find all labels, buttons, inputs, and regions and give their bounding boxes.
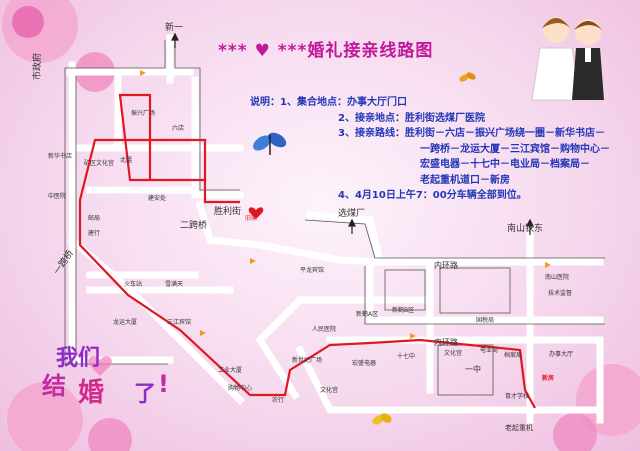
butterfly-icon — [372, 413, 392, 425]
street-neihuan1: 内环路 — [434, 260, 458, 270]
roads — [66, 34, 604, 424]
page-title: *** ♥ ***婚礼接亲线路图 — [218, 41, 434, 61]
heart-icon — [248, 207, 264, 219]
stamp-text: 了 — [134, 382, 157, 407]
street-xuanmeichang: 选煤厂 — [338, 207, 365, 219]
street-erkuaqiao: 二跨桥 — [180, 219, 207, 231]
place-renmin: 人民医院 — [312, 325, 336, 333]
place-jishujiandu: 技术监督 — [548, 289, 572, 297]
place-xuemantian: 雪满天 — [165, 280, 183, 288]
street-nanshan: 南山铁东 — [507, 222, 543, 234]
route-notes: 说明：1、集合地点：办事大厅门口 2、接亲地点：胜利街选煤厂医院 3、接亲路线：… — [250, 95, 610, 204]
note-line: 4、4月10日上午7：00分车辆全部到位。 — [338, 190, 527, 201]
butterfly-icon — [459, 72, 476, 82]
place-wenhuagong: 文化宫 — [320, 386, 338, 394]
note-line: 2、接亲地点：胜利街选煤厂医院 — [338, 112, 485, 124]
note-line: 说明：1、集合地点：办事大厅门口 — [250, 97, 407, 108]
note-line: 老起重机道口－新房 — [420, 174, 510, 186]
street-yizhong: 一中 — [465, 364, 481, 374]
place-zhongyi: 中医院 — [48, 192, 66, 200]
place-hongsheng: 宏盛电器 — [352, 359, 376, 367]
street-xinyi: 新一 — [165, 21, 183, 33]
we-are-married-stamp: 我们 结 婚 了 ! — [42, 340, 177, 420]
wedding-route — [78, 93, 536, 409]
note-line: 一跨桥－龙运大厦－三江宾馆－购物中心－ — [420, 143, 610, 155]
place-banshi: 办事大厅 — [549, 350, 573, 358]
place-youju: 邮局 — [88, 214, 100, 222]
butterfly-icon — [253, 132, 287, 155]
north-arrow — [171, 32, 534, 235]
place-dangan: 档案局 — [504, 351, 522, 359]
place-xinhua: 新华书店 — [48, 152, 72, 160]
place-liudian: 六店 — [172, 124, 184, 132]
place-xinhehaq: 新鹤A区 — [356, 310, 378, 318]
bride-groom-illustration — [531, 17, 604, 101]
place-jiuzhen: 旧家 — [245, 214, 257, 222]
place-huoche: 火车站 — [124, 280, 142, 288]
place-xinshiji: 新世纪广场 — [292, 356, 322, 364]
stamp-text: 结 — [42, 372, 66, 400]
note-line: 3、接亲路线：胜利街－六店－振兴广场绕一圈－新华书店－ — [338, 128, 605, 139]
street-neihuan2: 内环路 — [434, 337, 458, 347]
place-wenhua: 文化宫 — [444, 349, 462, 357]
stamp-text: 我们 — [56, 346, 101, 371]
rose-decoration-bottom-right — [553, 364, 640, 451]
place-dianye: 电业局 — [480, 346, 498, 354]
rose-decoration-top-left — [2, 0, 115, 92]
note-line: 宏盛电器－十七中－电业局－档案局－ — [420, 159, 590, 170]
street-shengli: 胜利街 — [214, 205, 241, 217]
street-shizhengfu: 市政府 — [31, 53, 43, 80]
place-beijiang: 北疆 — [120, 156, 132, 164]
rose-decoration-bottom-left — [7, 382, 132, 451]
place-gouwu: 购物中心 — [228, 384, 252, 392]
place-labels: 六店 振兴广场 新华书店 矿区文化宫 北疆 中医院 建安处 邮局 建行 火车站 … — [48, 109, 573, 404]
place-kuangqu: 矿区文化宫 — [84, 159, 114, 167]
place-nanshanyy: 南山医院 — [545, 273, 569, 281]
place-xinfang: 新房 — [542, 374, 554, 382]
heart-icon — [88, 356, 112, 376]
place-sanjiang: 三江宾馆 — [167, 318, 191, 326]
place-shiqizhong: 十七中 — [397, 352, 415, 360]
direction-arrows — [140, 70, 551, 339]
place-longyun: 龙运大厦 — [113, 318, 137, 326]
place-zhenxing: 振兴广场 — [131, 109, 155, 117]
place-pinglong: 平龙宾馆 — [300, 266, 324, 274]
place-xinhebq: 新鹤B区 — [392, 306, 414, 314]
place-gongren: 工业大厦 — [218, 366, 242, 374]
place-jianhang: 建行 — [88, 229, 100, 237]
stamp-text: 婚 — [78, 378, 105, 408]
place-guoshui: 国税局 — [476, 316, 494, 324]
stamp-text: ! — [158, 370, 169, 398]
place-yucai: 育才学校 — [505, 392, 529, 400]
place-nongxing: 农行 — [272, 396, 284, 404]
place-jianan: 建安处 — [148, 194, 166, 202]
street-laoqizhongji: 老起重机 — [505, 423, 533, 432]
